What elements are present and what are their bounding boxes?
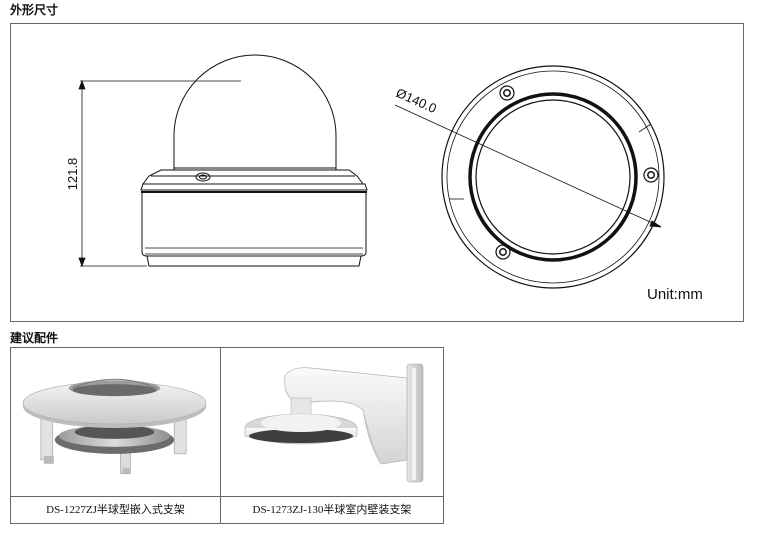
- collar-screw-icon: [195, 172, 211, 182]
- camera-side-view: [140, 54, 368, 267]
- height-dimension-label: 121.8: [65, 158, 80, 191]
- accessories-table: DS-1227ZJ半球型嵌入式支架: [10, 347, 444, 524]
- mount-screw-icon: [495, 244, 511, 260]
- dimension-drawing: 121.8: [65, 54, 665, 289]
- inner-ring: [468, 92, 638, 262]
- mount-screw-icon: [643, 167, 659, 183]
- diameter-dimension: [394, 104, 662, 228]
- accessory-cell: DS-1273ZJ-130半球室内壁装支架: [221, 348, 443, 523]
- outer-ring: [441, 65, 665, 289]
- flush-mount-bracket-image: [22, 378, 207, 475]
- dimensions-section-title: 外形尺寸: [10, 3, 59, 17]
- accessory-caption: DS-1227ZJ半球型嵌入式支架: [11, 496, 220, 523]
- dome-bubble: [173, 54, 337, 168]
- accessories-section-title: 建议配件: [10, 331, 59, 345]
- wall-mount-bracket-image: [244, 363, 424, 483]
- dimensions-drawing-panel: 121.8: [10, 23, 744, 322]
- accessory-cell: DS-1227ZJ半球型嵌入式支架: [11, 348, 221, 523]
- height-dimension: [78, 79, 241, 268]
- unit-label: Unit:mm: [647, 286, 703, 303]
- diameter-dimension-label: Ø140.0: [394, 85, 439, 116]
- camera-collar: [142, 169, 364, 185]
- accessory-caption: DS-1273ZJ-130半球室内壁装支架: [221, 496, 443, 523]
- camera-base: [141, 192, 367, 257]
- mount-screw-icon: [499, 85, 515, 101]
- camera-base-top: [140, 183, 368, 191]
- camera-top-view: [441, 65, 665, 289]
